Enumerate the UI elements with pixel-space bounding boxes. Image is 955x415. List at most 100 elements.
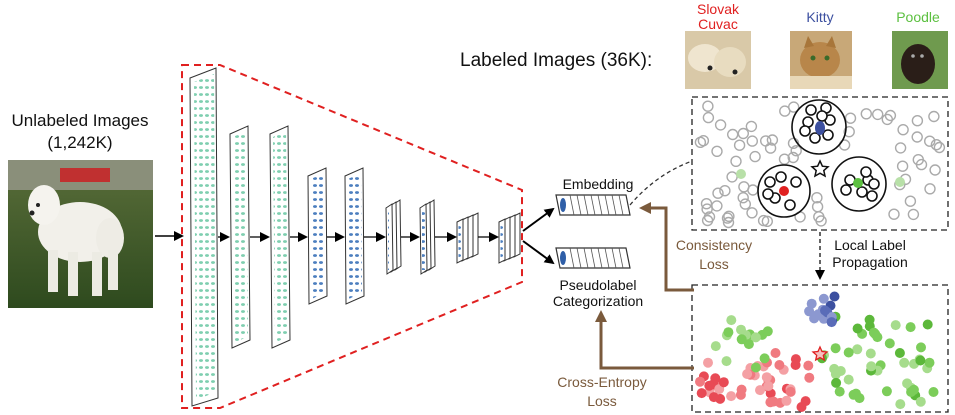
layer-3 — [269, 125, 291, 349]
layer-4 — [307, 167, 328, 305]
slovak-cuvac-thumbnail — [685, 31, 751, 89]
propagated-point — [922, 319, 933, 330]
class-name-line1: Poodle — [896, 9, 940, 25]
unlabeled-point — [911, 131, 923, 143]
unlabeled-point — [924, 135, 936, 147]
unlabeled-point — [896, 160, 909, 172]
propagated-point — [866, 361, 877, 372]
propagated-point — [820, 305, 830, 316]
layer-8 — [456, 212, 479, 264]
unlabeled-point — [928, 110, 940, 123]
cluster-member-point — [866, 190, 878, 202]
light-green-point — [736, 169, 746, 179]
unlabeled-point — [766, 134, 779, 146]
propagated-point — [829, 363, 840, 374]
propagated-point — [924, 357, 935, 368]
propagated-point — [895, 399, 906, 410]
cross-entropy-loss-line2: Loss — [587, 393, 617, 409]
propagated-point — [843, 347, 854, 358]
propagated-point — [761, 372, 772, 383]
propagated-point — [718, 377, 729, 388]
propagated-point — [726, 315, 737, 326]
cluster-member-point — [790, 176, 802, 188]
unlabeled-point — [745, 120, 758, 133]
propagated-point — [852, 323, 863, 334]
unlabeled-point — [888, 208, 900, 220]
unlabeled-point — [813, 211, 825, 223]
unlabeled-point — [738, 181, 750, 193]
pseudolabel-label-line2: Categorization — [553, 293, 643, 309]
unlabeled-point — [694, 136, 707, 149]
embedding-vector — [555, 194, 631, 216]
propagated-point — [905, 322, 916, 333]
propagation-label-line2: Propagation — [832, 254, 908, 270]
unlabeled-point — [788, 101, 800, 113]
cluster-member-point — [805, 104, 817, 116]
unlabeled-point — [714, 119, 727, 131]
cross-entropy-loss-arrow — [595, 310, 694, 370]
unlabeled-point — [739, 198, 751, 210]
propagated-point — [708, 392, 719, 403]
propagated-point — [743, 339, 754, 350]
propagated-point — [763, 381, 774, 391]
propagated-point — [803, 360, 814, 371]
class-kitty: Kitty — [790, 9, 852, 89]
propagated-point — [884, 338, 895, 349]
propagated-point — [785, 386, 796, 397]
layer-1 — [189, 67, 219, 407]
propagated-point — [826, 317, 837, 328]
unlabeled-point — [700, 197, 713, 210]
propagated-point — [804, 372, 815, 383]
propagated-point — [916, 342, 926, 353]
kitty-thumbnail — [790, 31, 852, 89]
unlabeled-point — [712, 187, 724, 199]
propagated-point — [726, 391, 737, 402]
unlabeled-point — [787, 151, 799, 164]
cluster-member-point — [868, 178, 880, 190]
cluster-member-point — [840, 184, 852, 196]
arrow-to-embedding — [522, 207, 555, 232]
class-name-line2: Cuvac — [698, 16, 738, 32]
propagated-point — [736, 334, 747, 345]
cluster-member-point — [764, 176, 776, 188]
unlabeled-point — [711, 200, 723, 212]
unlabeled-point — [761, 215, 773, 228]
layer-5 — [344, 167, 365, 305]
cluster-member-point — [856, 186, 868, 198]
unlabeled-point — [746, 207, 758, 219]
propagated-point — [809, 313, 820, 324]
propagated-point — [868, 327, 879, 338]
propagated-point — [762, 326, 773, 337]
unlabeled-point — [843, 125, 855, 138]
result-star-icon — [811, 345, 829, 362]
propagated-point — [899, 357, 910, 368]
cluster-circle-cuvac — [757, 164, 811, 218]
propagated-point — [915, 355, 926, 366]
network-layers — [189, 67, 521, 407]
unlabeled-point — [746, 135, 758, 147]
layer-7 — [419, 199, 436, 275]
unlabeled-point — [844, 112, 857, 124]
labeled-anchor-points — [736, 121, 905, 196]
class-slovak-cuvac: Slovak Cuvac — [685, 1, 751, 89]
unlabeled-point — [722, 216, 735, 229]
unlabeled-points — [694, 100, 946, 229]
propagated-point — [829, 291, 840, 302]
propagated-point — [902, 378, 913, 389]
cluster-circle-kitty — [791, 99, 847, 155]
propagated-point — [704, 380, 715, 391]
unlabeled-point — [711, 145, 723, 158]
light-green-point — [895, 177, 905, 187]
propagated-point — [852, 344, 863, 355]
unlabeled-point — [702, 111, 715, 124]
unlabeled-point — [904, 195, 917, 207]
layer-2 — [229, 125, 251, 349]
unlabeled-point — [907, 208, 920, 221]
propagated-point — [736, 384, 747, 395]
cluster-circle-poodle — [831, 156, 887, 212]
unlabeled-point — [733, 139, 746, 151]
unlabeled-point — [702, 100, 714, 112]
unlabeled-point — [787, 137, 800, 150]
propagated-point — [881, 386, 892, 397]
